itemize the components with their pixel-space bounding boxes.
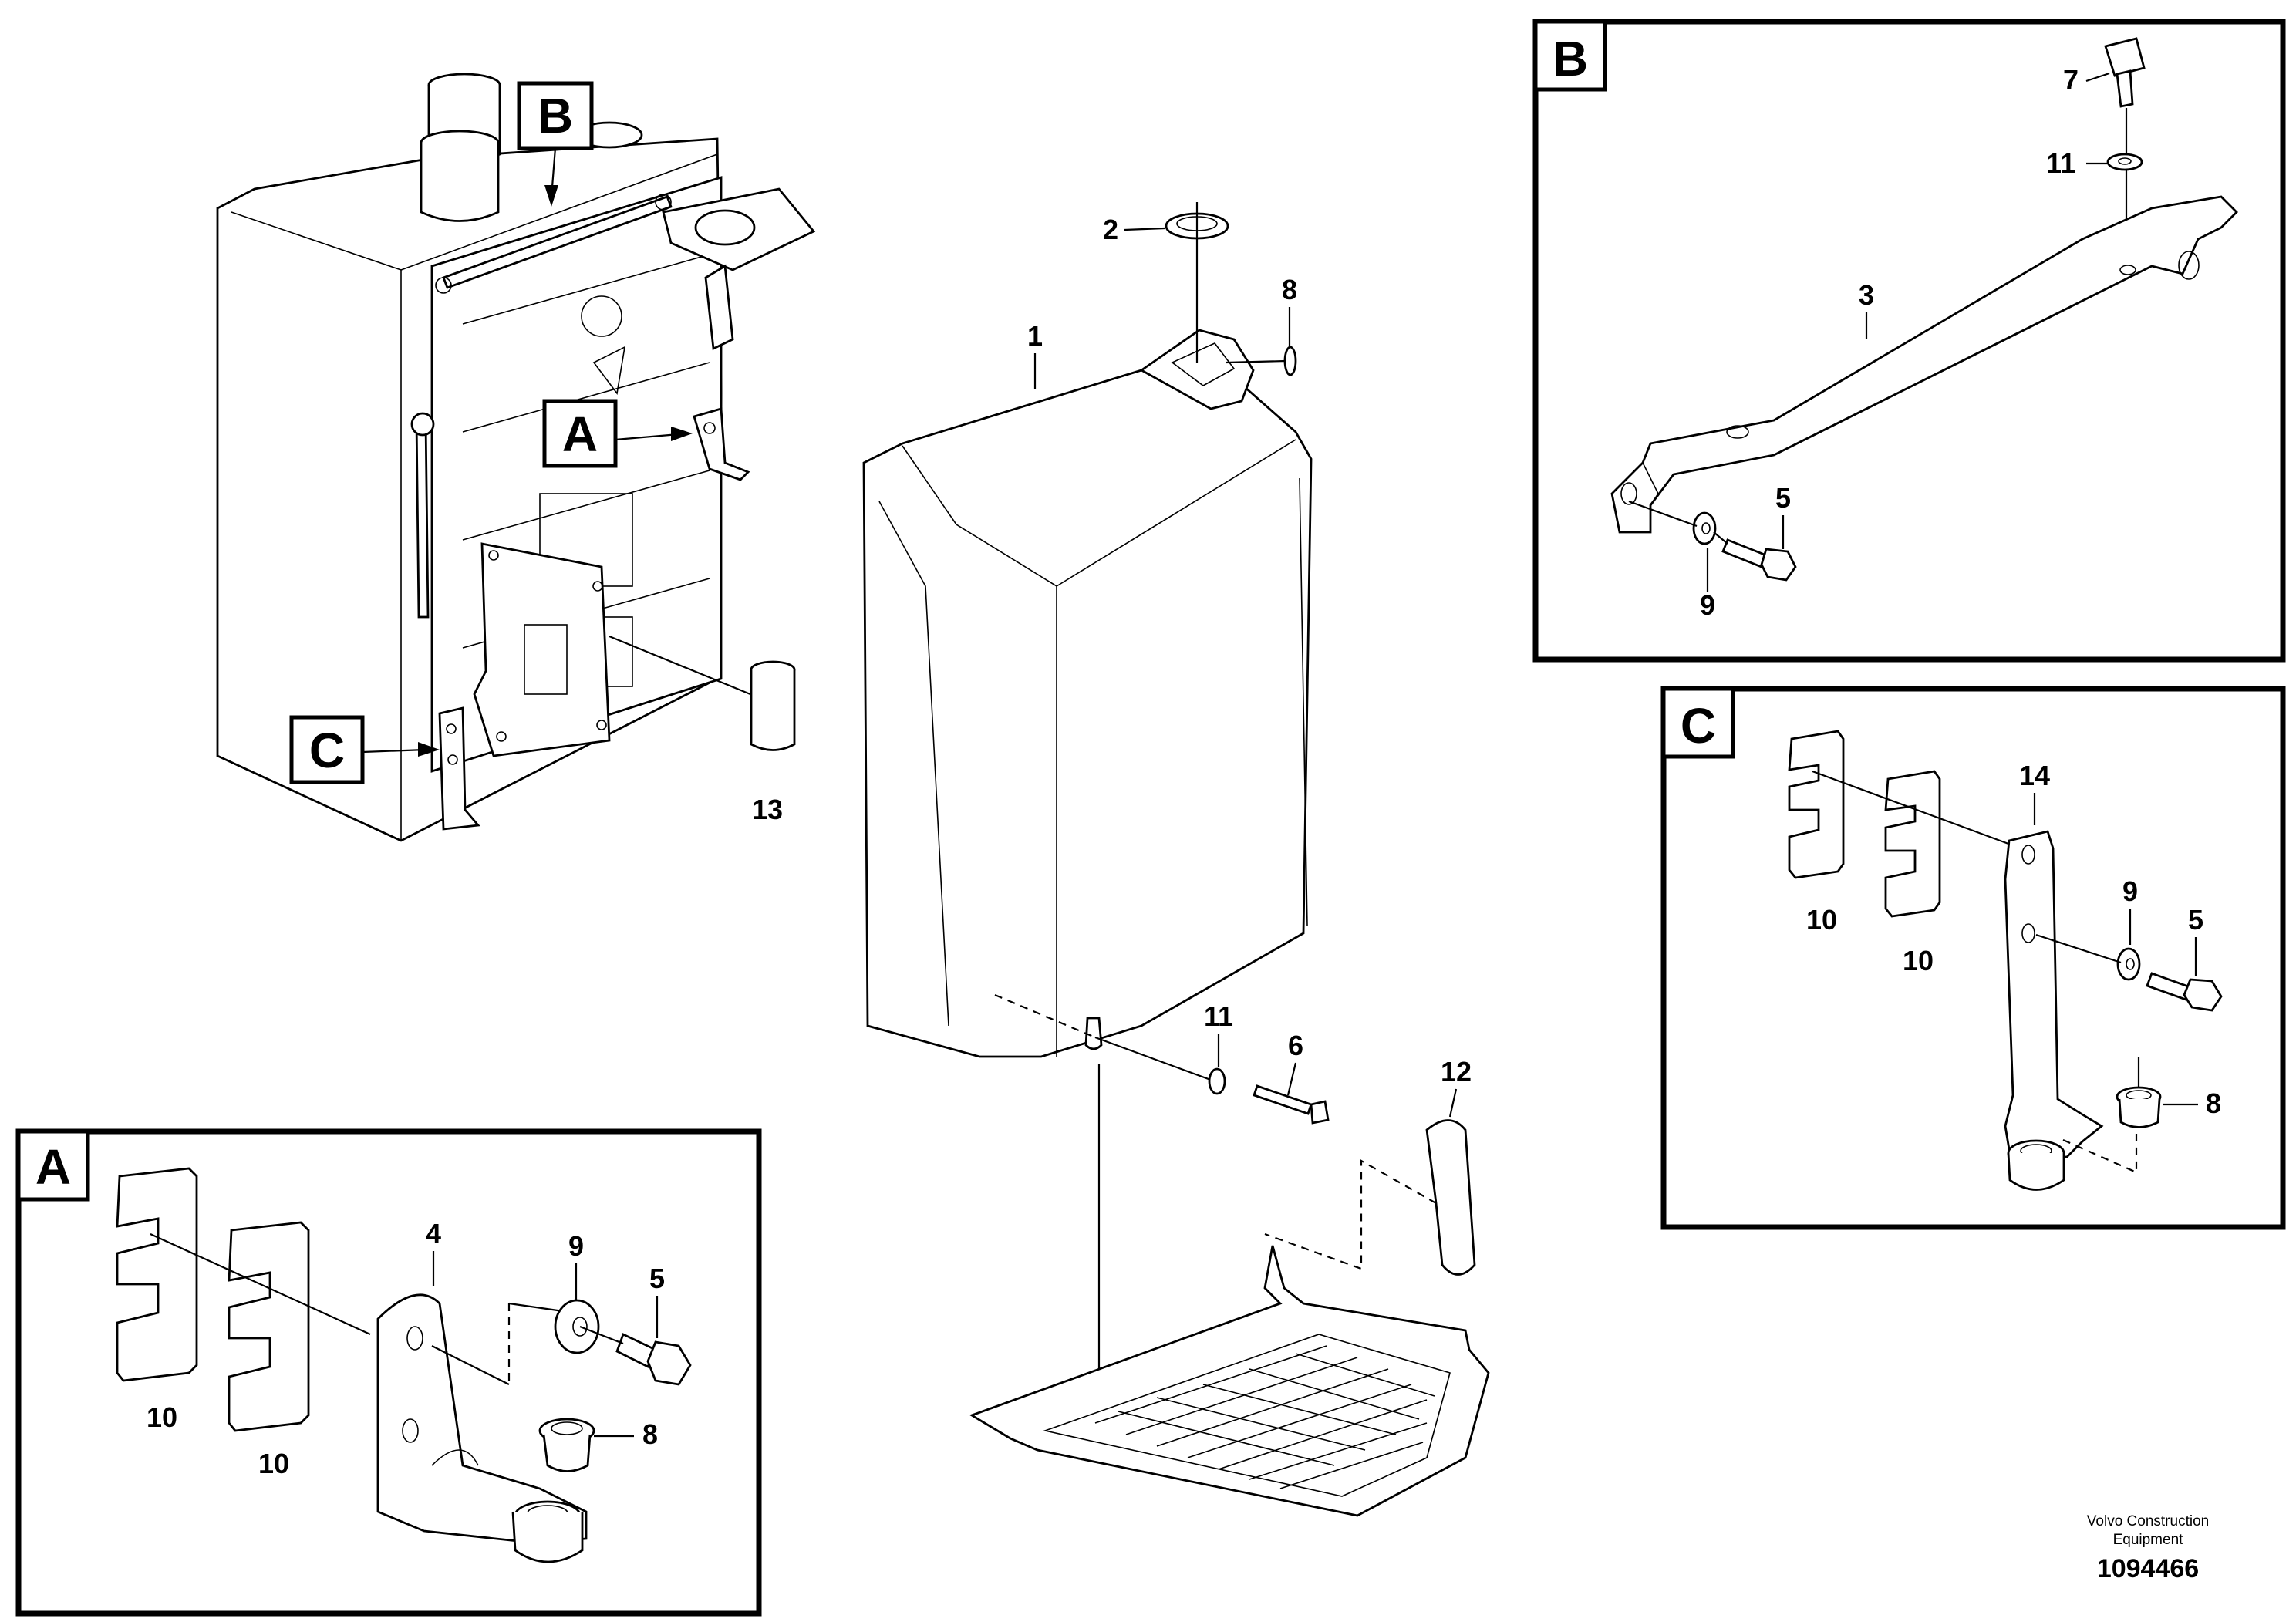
footer-brand: Volvo Construction Equipment 1094466 <box>2087 1513 2209 1583</box>
hose-part-12 <box>1264 1119 1476 1276</box>
svg-text:B: B <box>538 88 573 143</box>
label-inset-c-part-14: 14 <box>2019 760 2050 791</box>
label-inset-b-part-5: 5 <box>1775 482 1791 514</box>
label-part-2: 2 <box>1103 214 1118 245</box>
callout-c: C <box>289 715 440 784</box>
label-inset-b-part-3: 3 <box>1859 279 1874 311</box>
svg-text:C: C <box>1681 698 1716 754</box>
label-inset-b-part-11: 11 <box>2046 147 2075 179</box>
brand-line-2: Equipment <box>2113 1532 2184 1548</box>
label-inset-b-part-9: 9 <box>1700 589 1715 621</box>
label-inset-a-part-10b: 10 <box>258 1448 289 1479</box>
label-inset-a-part-5: 5 <box>649 1263 665 1294</box>
label-inset-c-part-8: 8 <box>2206 1088 2221 1119</box>
filler-cap-part-2 <box>1165 202 1229 363</box>
cylinder-part-13 <box>750 660 796 751</box>
svg-text:B: B <box>1553 31 1588 86</box>
callout-b: B <box>517 81 594 207</box>
label-inset-c-part-9: 9 <box>2122 875 2138 907</box>
brand-line-1: Volvo Construction <box>2087 1513 2209 1529</box>
svg-text:C: C <box>309 723 345 778</box>
cab-frame-assembly <box>216 73 816 842</box>
label-part-1: 1 <box>1027 320 1043 352</box>
label-inset-a-part-4: 4 <box>426 1218 441 1249</box>
label-part-13: 13 <box>752 794 783 825</box>
label-inset-c-part-10a: 10 <box>1806 904 1837 936</box>
label-inset-a-part-10a: 10 <box>147 1401 177 1433</box>
inset-b: B 7 11 3 5 9 <box>1532 19 2286 663</box>
label-part-8-main: 8 <box>1282 274 1297 305</box>
label-part-6: 6 <box>1288 1030 1303 1061</box>
label-part-11-main: 11 <box>1204 1000 1233 1032</box>
grommet-part-8 <box>1226 346 1297 376</box>
label-inset-a-part-8: 8 <box>642 1418 658 1450</box>
inset-a: A 10 10 4 9 5 8 <box>15 1128 762 1617</box>
label-inset-a-part-9: 9 <box>568 1230 584 1262</box>
tank-part-1 <box>862 329 1313 1058</box>
drawing-number: 1094466 <box>2097 1554 2199 1583</box>
inset-c: C 10 10 14 9 5 8 <box>1660 686 2286 1230</box>
svg-text:A: A <box>35 1139 71 1195</box>
callout-a: A <box>542 399 693 468</box>
floor-grating <box>969 1064 1490 1517</box>
svg-text:A: A <box>562 406 598 462</box>
label-inset-c-part-5: 5 <box>2188 904 2203 936</box>
label-part-12: 12 <box>1441 1056 1472 1088</box>
label-inset-b-part-7: 7 <box>2063 64 2079 96</box>
label-inset-c-part-10b: 10 <box>1903 945 1934 976</box>
washer-bolt-parts-11-6 <box>994 993 1330 1125</box>
